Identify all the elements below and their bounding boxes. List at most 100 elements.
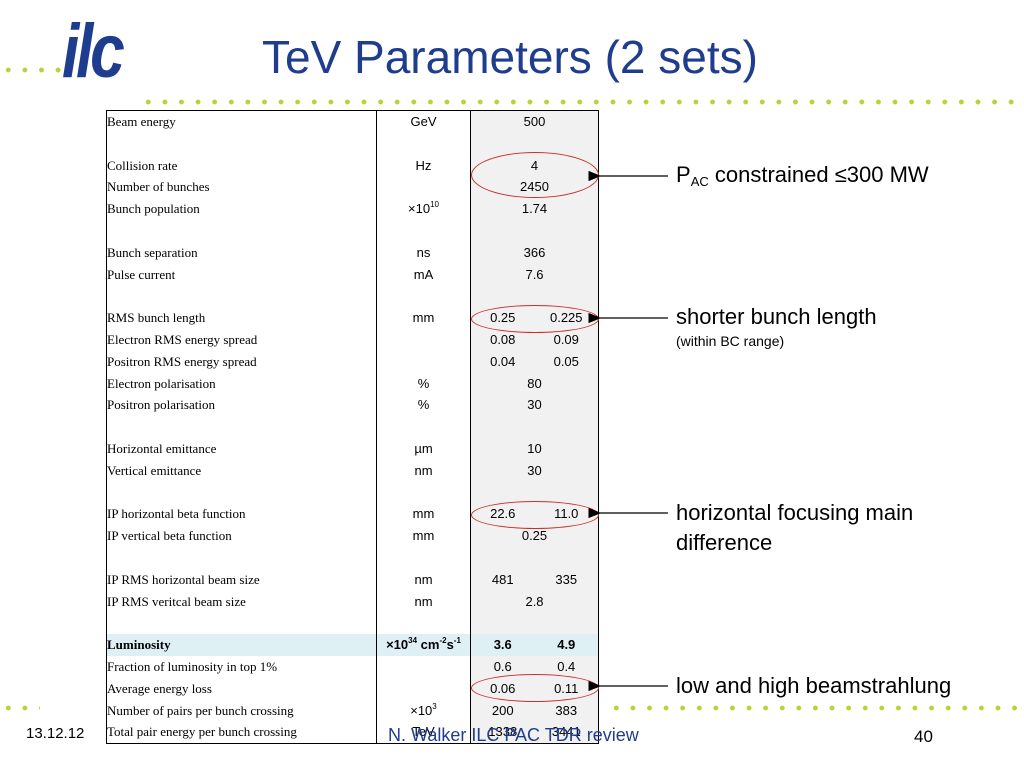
parameter-unit: % — [376, 372, 471, 395]
note-pac-sub: AC — [690, 174, 709, 189]
parameter-label — [106, 132, 377, 155]
parameter-value — [469, 219, 600, 242]
unit-part: ×10 — [410, 702, 433, 718]
unit-part: 10 — [430, 200, 439, 210]
unit-part: ns — [416, 244, 431, 260]
unit-part: 3 — [432, 701, 437, 711]
parameter-label: Bunch separation — [106, 241, 377, 264]
ilc-logo: ilc — [62, 9, 125, 94]
unit-part: mm — [412, 310, 435, 326]
parameter-label — [106, 546, 377, 569]
parameter-unit: ×1034 cm-2s-1 — [376, 634, 471, 656]
parameter-unit: µm — [376, 437, 471, 460]
parameter-value-set1: 0.6 — [470, 655, 535, 678]
parameter-unit: mm — [376, 503, 471, 526]
table-row: Horizontal emittance µm 10 — [106, 437, 600, 460]
note-bunch-length: shorter bunch length — [676, 304, 877, 329]
parameter-unit: mm — [376, 525, 471, 547]
parameter-unit: Hz — [376, 154, 471, 177]
table-row: Electron polarisation%80 — [106, 372, 600, 395]
parameter-unit — [376, 132, 471, 155]
parameter-unit: nm — [376, 568, 471, 591]
table-spacer-row — [106, 416, 600, 438]
parameter-label: Total pair energy per bunch crossing — [106, 721, 377, 745]
table-spacer-row — [106, 612, 600, 635]
parameter-unit — [376, 677, 471, 700]
parameter-label: RMS bunch length — [106, 307, 377, 329]
unit-part: 34 — [408, 636, 418, 646]
unit-part: nm — [414, 571, 433, 587]
parameter-label: Beam energy — [106, 109, 377, 133]
unit-part: % — [417, 375, 430, 391]
note-beamstrahlung: low and high beamstrahlung — [676, 673, 952, 698]
note-bunch-length-range: (within BC range) — [676, 333, 785, 349]
footer-author: N. Walker ILC PAC TDR review — [388, 725, 639, 745]
parameter-unit — [376, 481, 471, 504]
unit-part: Hz — [415, 157, 432, 173]
parameter-value: 2.8 — [469, 590, 600, 613]
parameter-value — [469, 285, 600, 308]
parameter-unit: mm — [376, 307, 471, 329]
unit-part: mm — [412, 528, 435, 544]
parameter-label: Collision rate — [106, 154, 377, 177]
parameter-value-set2: 3441 — [534, 721, 600, 745]
parameter-value-set2: 335 — [534, 568, 600, 591]
parameter-unit: nm — [376, 459, 471, 482]
table-spacer-row — [106, 219, 600, 242]
parameter-label: IP RMS horizontal beam size — [106, 568, 377, 591]
unit-part: nm — [414, 593, 433, 609]
parameter-value-set1: 481 — [470, 568, 535, 591]
parameter-unit: % — [376, 394, 471, 417]
parameter-label: Vertical emittance — [106, 459, 377, 482]
parameter-unit: ×103 — [376, 699, 471, 722]
unit-part: % — [417, 397, 430, 413]
parameter-value — [469, 416, 600, 438]
parameter-unit — [376, 416, 471, 438]
table-spacer-row — [106, 546, 600, 569]
parameter-value — [469, 481, 600, 504]
unit-part: TeV — [412, 724, 435, 740]
slide-title: TeV Parameters (2 sets) — [262, 31, 758, 83]
parameter-value-set2: 0.4 — [534, 655, 600, 678]
unit-part: -2 — [439, 636, 447, 646]
parameter-value-set2: 0.09 — [534, 328, 600, 351]
parameter-label: Positron RMS energy spread — [106, 350, 377, 373]
parameter-unit — [376, 219, 471, 242]
parameter-unit: mA — [376, 263, 471, 286]
parameter-label — [106, 219, 377, 242]
footer-dot-line-right — [608, 705, 1024, 711]
footer-dot-line-left — [0, 705, 40, 711]
parameter-value-set1: 3.6 — [470, 634, 535, 656]
unit-part: -1 — [453, 636, 461, 646]
unit-part: µm — [414, 440, 433, 456]
parameter-label: IP RMS veritcal beam size — [106, 590, 377, 613]
table-spacer-row — [106, 481, 600, 504]
parameter-unit — [376, 285, 471, 308]
parameter-value-set1: 1338 — [470, 721, 535, 745]
header-dot-line-left — [0, 67, 62, 73]
parameter-unit: ×1010 — [376, 198, 471, 220]
parameter-label: Horizontal emittance — [106, 437, 377, 460]
table-row: IP RMS veritcal beam size nm 2.8 — [106, 590, 600, 613]
parameter-value-set2: 0.05 — [534, 350, 600, 373]
parameter-label: IP vertical beta function — [106, 525, 377, 547]
unit-part: ×10 — [386, 637, 409, 653]
parameter-unit: nm — [376, 590, 471, 613]
table-spacer-row — [106, 132, 600, 155]
parameter-unit: GeV — [376, 109, 471, 133]
parameter-label: Electron polarisation — [106, 372, 377, 395]
parameter-value: 10 — [469, 437, 600, 460]
parameter-value: 30 — [469, 459, 600, 482]
parameter-label: Luminosity — [106, 634, 377, 656]
parameter-unit — [376, 655, 471, 678]
unit-part: mA — [413, 266, 434, 282]
